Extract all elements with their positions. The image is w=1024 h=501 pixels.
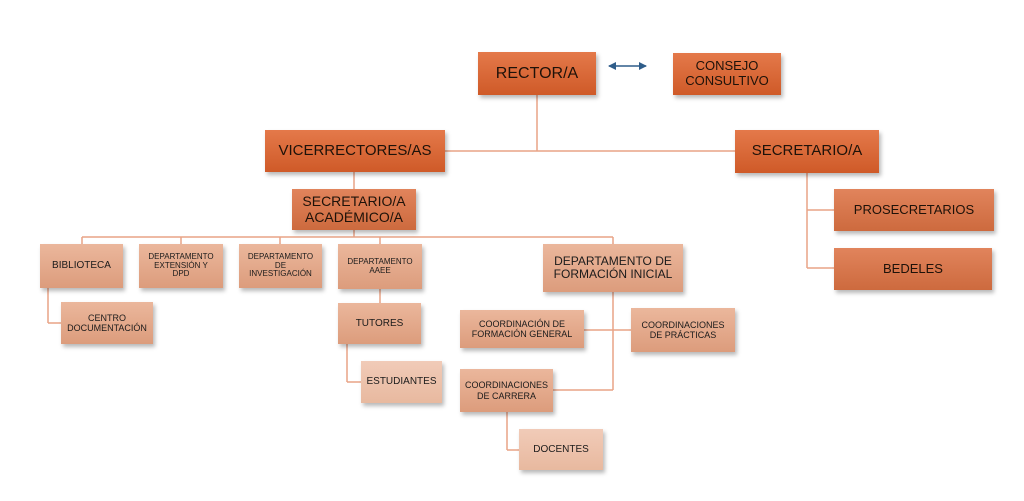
node-secretario: SECRETARIO/A xyxy=(735,130,879,173)
node-bedeles: BEDELES xyxy=(834,248,992,290)
node-docentes: DOCENTES xyxy=(519,429,603,470)
node-centro-documentacion: CENTRO DOCUMENTACIÓN xyxy=(61,302,153,344)
node-consejo-consultivo: CONSEJO CONSULTIVO xyxy=(673,53,781,95)
node-coord-formacion-general: COORDINACIÓN DE FORMACIÓN GENERAL xyxy=(460,310,584,348)
node-tutores: TUTORES xyxy=(338,303,421,344)
node-secretario-academico: SECRETARIO/A ACADÉMICO/A xyxy=(292,189,416,230)
node-depto-investigacion: DEPARTAMENTO DE INVESTIGACIÓN xyxy=(239,244,322,288)
node-coord-practicas: COORDINACIONES DE PRÁCTICAS xyxy=(631,308,735,352)
node-coord-carrera: COORDINACIONES DE CARRERA xyxy=(460,369,553,412)
node-rector: RECTOR/A xyxy=(478,52,596,95)
node-depto-aaee: DEPARTAMENTO AAEE xyxy=(338,244,422,289)
node-estudiantes: ESTUDIANTES xyxy=(361,361,442,403)
node-depto-formacion-inicial: DEPARTAMENTO DE FORMACIÓN INICIAL xyxy=(543,244,683,292)
node-biblioteca: BIBLIOTECA xyxy=(40,244,123,288)
node-depto-extension: DEPARTAMENTO EXTENSIÓN Y DPD xyxy=(139,244,223,288)
node-prosecretarios: PROSECRETARIOS xyxy=(834,189,994,231)
node-vicerrectores: VICERRECTORES/AS xyxy=(265,130,445,172)
